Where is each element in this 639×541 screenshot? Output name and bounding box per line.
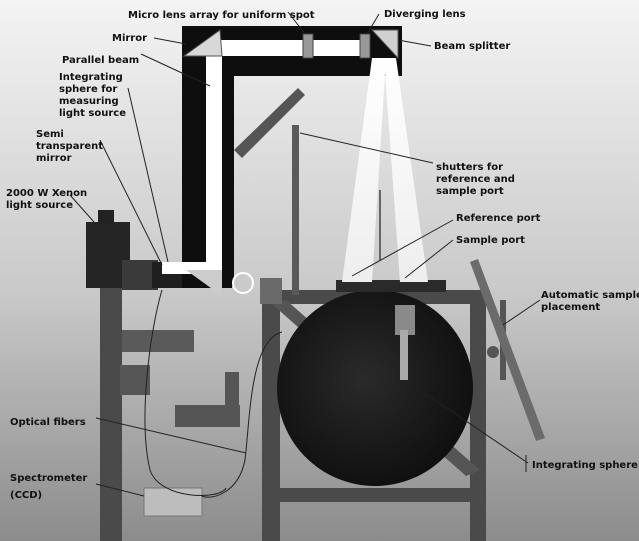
beam-vertical xyxy=(206,40,222,272)
leader-diverging xyxy=(366,13,380,35)
frame-bottom-rail xyxy=(262,488,486,502)
leader-xenon xyxy=(69,194,95,223)
label-int-sphere-2: sphere for xyxy=(59,84,117,95)
label-semi-3: mirror xyxy=(36,153,72,164)
reference-beam xyxy=(342,58,386,282)
label-parallel-beam: Parallel beam xyxy=(62,55,139,66)
label-shutters-1: shutters for xyxy=(436,162,503,173)
frame-lower-block xyxy=(175,405,240,427)
label-int-sphere-4: light source xyxy=(59,108,126,119)
label-sample-port: Sample port xyxy=(456,235,525,246)
bottom-mirror xyxy=(186,270,222,296)
leader-mirror xyxy=(153,37,187,45)
label-xenon-2: light source xyxy=(6,200,73,211)
leader-beam-splitter xyxy=(397,39,432,47)
leader-integrating-sphere xyxy=(419,389,529,464)
label-semi-1: Semi xyxy=(36,129,64,140)
frame-right-leg xyxy=(470,292,486,541)
light-beam-path xyxy=(162,40,370,274)
frame-side-shelf xyxy=(120,365,150,395)
frame-side-block xyxy=(122,330,194,352)
frame-mid-leg xyxy=(262,290,280,541)
sphere-top-plate xyxy=(336,280,446,292)
leader-micro-lens xyxy=(287,11,306,35)
label-diverging-lens: Diverging lens xyxy=(384,9,466,20)
leader-ref-port xyxy=(351,219,454,277)
leader-spectrometer xyxy=(95,483,145,497)
spectrometer-box xyxy=(143,487,203,517)
label-shutters-3: sample port xyxy=(436,186,504,197)
beam-support-post xyxy=(292,125,299,295)
label-xenon-1: 2000 W Xenon xyxy=(6,188,87,199)
label-spectrometer-1: Spectrometer xyxy=(10,473,87,484)
leader-parallel xyxy=(140,53,211,87)
leader-shutters xyxy=(299,132,434,164)
label-semi-2: transparent xyxy=(36,141,103,152)
frame-bracket xyxy=(225,372,239,422)
frame-left-leg xyxy=(100,288,122,541)
automatic-sample-arm xyxy=(470,259,545,441)
label-group: Micro lens array for uniform spot Diverg… xyxy=(6,9,639,501)
micro-lens-array xyxy=(302,33,314,59)
rotation-mount xyxy=(260,278,282,304)
optical-fiber-1 xyxy=(144,289,227,496)
label-micro-lens: Micro lens array for uniform spot xyxy=(128,10,315,21)
label-reference-port: Reference port xyxy=(456,213,541,224)
sphere-baffle-rod xyxy=(400,330,408,380)
label-auto-sample-2: placement xyxy=(541,302,600,313)
label-optical-fibers: Optical fibers xyxy=(10,417,86,428)
sample-arm-knob xyxy=(487,346,499,358)
label-int-sphere-3: measuring xyxy=(59,96,119,107)
leader-sample-port xyxy=(404,239,454,279)
sphere-sample-holder xyxy=(395,305,415,335)
leader-optical-fiber xyxy=(95,417,247,454)
diagonal-brace-support xyxy=(234,88,305,158)
label-int-sphere-1: Integrating xyxy=(59,72,123,83)
label-spectrometer-2: (CCD) xyxy=(10,490,42,501)
label-shutters-2: reference and xyxy=(436,174,515,185)
label-beam-splitter: Beam splitter xyxy=(434,41,510,52)
beam-horizontal xyxy=(206,40,370,56)
leader-semi xyxy=(99,139,163,266)
beam-splitter-mirror xyxy=(370,29,399,60)
diverging-lens xyxy=(359,33,371,59)
integrating-sphere-body xyxy=(277,290,473,486)
leader-auto-sample xyxy=(502,299,541,326)
label-auto-sample-1: Automatic sample xyxy=(541,290,639,301)
leader-int-sphere-measure xyxy=(127,87,169,263)
optical-fiber-2 xyxy=(201,331,283,498)
sample-beam xyxy=(384,58,428,282)
housing-gap xyxy=(232,76,234,260)
rotation-indicator xyxy=(232,272,254,294)
label-integrating-sphere: Integrating sphere xyxy=(532,460,638,471)
top-mirror xyxy=(182,29,223,57)
xenon-lamp-bracket xyxy=(98,210,114,224)
leader-lines xyxy=(69,11,541,497)
label-mirror: Mirror xyxy=(112,33,147,44)
